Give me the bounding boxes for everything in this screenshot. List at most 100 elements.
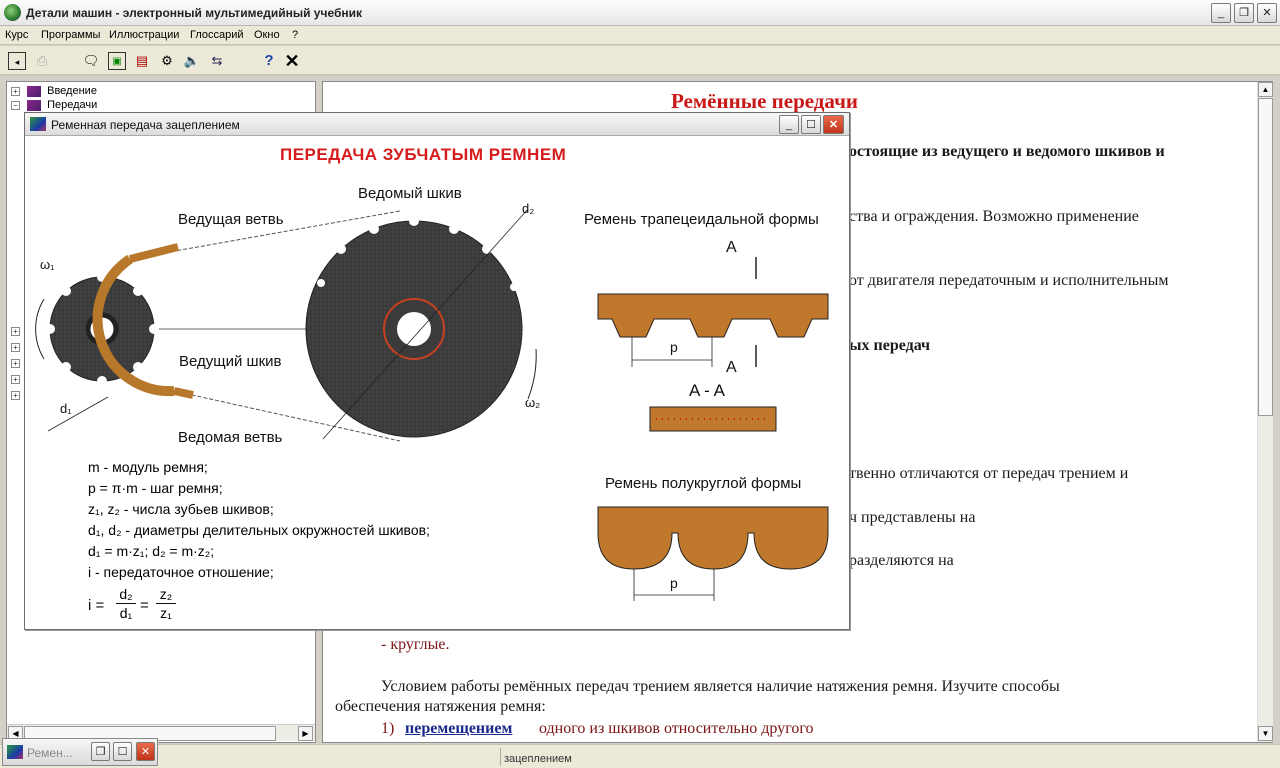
- legend: m - модуль ремня; p = π·m - шаг ремня; z…: [88, 457, 430, 583]
- scroll-right-button[interactable]: ▶: [298, 726, 313, 741]
- formula-fraction-z: z₂ z₁: [156, 585, 176, 622]
- animation-icon[interactable]: ⚙: [161, 53, 173, 68]
- minimize-button[interactable]: _: [1211, 3, 1231, 23]
- label-semicircle-belt: Ремень полукруглой формы: [605, 475, 802, 492]
- status-text: зацеплением: [504, 753, 572, 765]
- menu-window[interactable]: Окно: [254, 29, 280, 41]
- content-text: Условием работы ремённых передач трением…: [381, 678, 1060, 695]
- illustration-title-bar[interactable]: Ременная передача зацеплением _ ☐ ✕: [25, 113, 849, 136]
- collapse-icon[interactable]: −: [11, 100, 20, 110]
- legend-line: d₁ = m·z₁; d₂ = m·z₂;: [88, 543, 215, 559]
- app-icon: [4, 4, 21, 21]
- illustration-title: Ременная передача зацеплением: [51, 118, 240, 132]
- content-text: разделяются на: [849, 552, 954, 569]
- belt-drive-diagram: [35, 208, 829, 601]
- toolbar: ◂ ⎙ 🗨 ▣ ▤ ⚙ 🔈 ⇆ ? ✕: [0, 46, 1280, 76]
- content-text: ых передач: [849, 337, 931, 354]
- legend-line: p = π·m - шаг ремня;: [88, 480, 223, 496]
- content-text: ства и ограждения. Возможно применение: [849, 208, 1139, 225]
- link-icon[interactable]: ⇆: [211, 53, 223, 68]
- illustration-canvas: ПЕРЕДАЧА ЗУБЧАТЫМ РЕМНЕМ Ведомый шкив Ве…: [28, 139, 848, 627]
- label-a-top: A: [726, 239, 737, 256]
- tree-expanders: + + + + +: [11, 327, 20, 400]
- status-bar: зацеплением: [0, 744, 1280, 768]
- illustration-window: Ременная передача зацеплением _ ☐ ✕: [24, 112, 850, 630]
- trapezoid-belt-shape: [597, 293, 829, 338]
- label-pitch-2: p: [670, 575, 678, 591]
- label-trapezoid-belt: Ремень трапецеидальной формы: [584, 211, 819, 228]
- label-driving-pulley: Ведущий шкив: [179, 353, 282, 370]
- picture-icon[interactable]: ▣: [108, 52, 126, 70]
- legend-line: z₁, z₂ - числа зубьев шкивов;: [88, 501, 274, 517]
- restore-button[interactable]: ❐: [1234, 3, 1254, 23]
- menu-illustrations[interactable]: Иллюстрации: [109, 29, 180, 41]
- scroll-down-button[interactable]: ▼: [1258, 726, 1273, 741]
- expand-icon[interactable]: +: [11, 327, 20, 336]
- child-minimize-button[interactable]: _: [779, 115, 799, 134]
- expand-icon[interactable]: +: [11, 359, 20, 368]
- label-section-aa: A - A: [689, 381, 725, 400]
- book-icon: [27, 85, 42, 97]
- vertical-scrollbar[interactable]: ▲ ▼: [1257, 82, 1273, 742]
- content-text: ч представлены на: [849, 509, 976, 526]
- label-omega2: ω₂: [525, 395, 541, 410]
- legend-line: d₁, d₂ - диаметры делительных окружносте…: [88, 522, 430, 538]
- child-close-button[interactable]: ✕: [823, 115, 844, 134]
- numerator: d₂: [116, 585, 136, 604]
- menu-help[interactable]: ?: [292, 29, 299, 41]
- legend-line: i - передаточное отношение;: [88, 564, 274, 580]
- video-icon[interactable]: ▤: [135, 53, 149, 68]
- equals-sign: =: [140, 597, 149, 614]
- help-icon[interactable]: ?: [264, 52, 274, 69]
- child-maximize-button[interactable]: ☐: [801, 115, 821, 134]
- big-pulley-teeth: [317, 216, 518, 291]
- content-text: - круглые.: [381, 636, 450, 653]
- expand-icon[interactable]: +: [11, 86, 20, 96]
- minimized-maximize-button[interactable]: ☐: [113, 742, 132, 761]
- minimized-close-button[interactable]: ✕: [136, 742, 155, 761]
- label-d2: d₂: [522, 201, 535, 216]
- label-d1: d₁: [60, 401, 72, 416]
- minimized-restore-button[interactable]: ❐: [91, 742, 110, 761]
- scroll-up-button[interactable]: ▲: [1258, 82, 1273, 97]
- tree-item-intro[interactable]: + Введение: [11, 85, 97, 99]
- notes-icon[interactable]: 🗨: [82, 53, 100, 68]
- menu-glossary[interactable]: Глоссарий: [190, 29, 244, 41]
- page-title: Ремённые передачи: [671, 89, 859, 113]
- minimized-window[interactable]: Ремен... ❐ ☐ ✕: [2, 738, 158, 766]
- label-a-bottom: A: [726, 359, 737, 376]
- content-link[interactable]: перемещением: [405, 720, 513, 737]
- menu-programs[interactable]: Программы: [41, 29, 101, 41]
- content-text: твенно отличаются от передач трением и: [849, 465, 1129, 482]
- expand-icon[interactable]: +: [11, 375, 20, 384]
- expand-icon[interactable]: +: [11, 343, 20, 352]
- close-button[interactable]: ✕: [1257, 3, 1277, 23]
- menu-course[interactable]: Курс: [5, 29, 29, 41]
- legend-line: m - модуль ремня;: [88, 459, 208, 475]
- tree-item-label: Введение: [47, 85, 97, 97]
- label-driving-branch: Ведущая ветвь: [178, 211, 284, 228]
- app-title-bar: Детали машин - электронный мультимедийны…: [0, 0, 1280, 26]
- scroll-thumb[interactable]: [1258, 98, 1273, 416]
- exit-icon[interactable]: ✕: [284, 51, 300, 71]
- minimized-window-label: Ремен...: [27, 746, 73, 760]
- content-text: одного из шкивов относительно другого: [539, 720, 814, 737]
- content-text: от двигателя передаточным и исполнительн…: [849, 272, 1169, 289]
- denominator: d₁: [119, 605, 133, 621]
- figure-title: ПЕРЕДАЧА ЗУБЧАТЫМ РЕМНЕМ: [280, 145, 567, 164]
- label-omega1: ω₁: [40, 257, 55, 272]
- label-pitch: p: [670, 339, 678, 355]
- print-icon[interactable]: ⎙: [36, 53, 48, 68]
- menu-bar: Курс Программы Иллюстрации Глоссарий Окн…: [0, 26, 1280, 45]
- list-number: 1): [381, 720, 395, 737]
- content-text: остоящие из ведущего и ведомого шкивов и: [849, 143, 1165, 160]
- back-icon[interactable]: ◂: [8, 52, 26, 70]
- sound-icon[interactable]: 🔈: [183, 53, 201, 68]
- status-divider: [500, 748, 501, 766]
- formula-i: i =: [88, 597, 105, 614]
- app-title: Детали машин - электронный мультимедийны…: [26, 6, 363, 20]
- book-icon: [27, 99, 42, 111]
- tree-item-transmissions[interactable]: − Передачи: [11, 99, 97, 113]
- expand-icon[interactable]: +: [11, 391, 20, 400]
- section-aa-shape: [649, 406, 777, 432]
